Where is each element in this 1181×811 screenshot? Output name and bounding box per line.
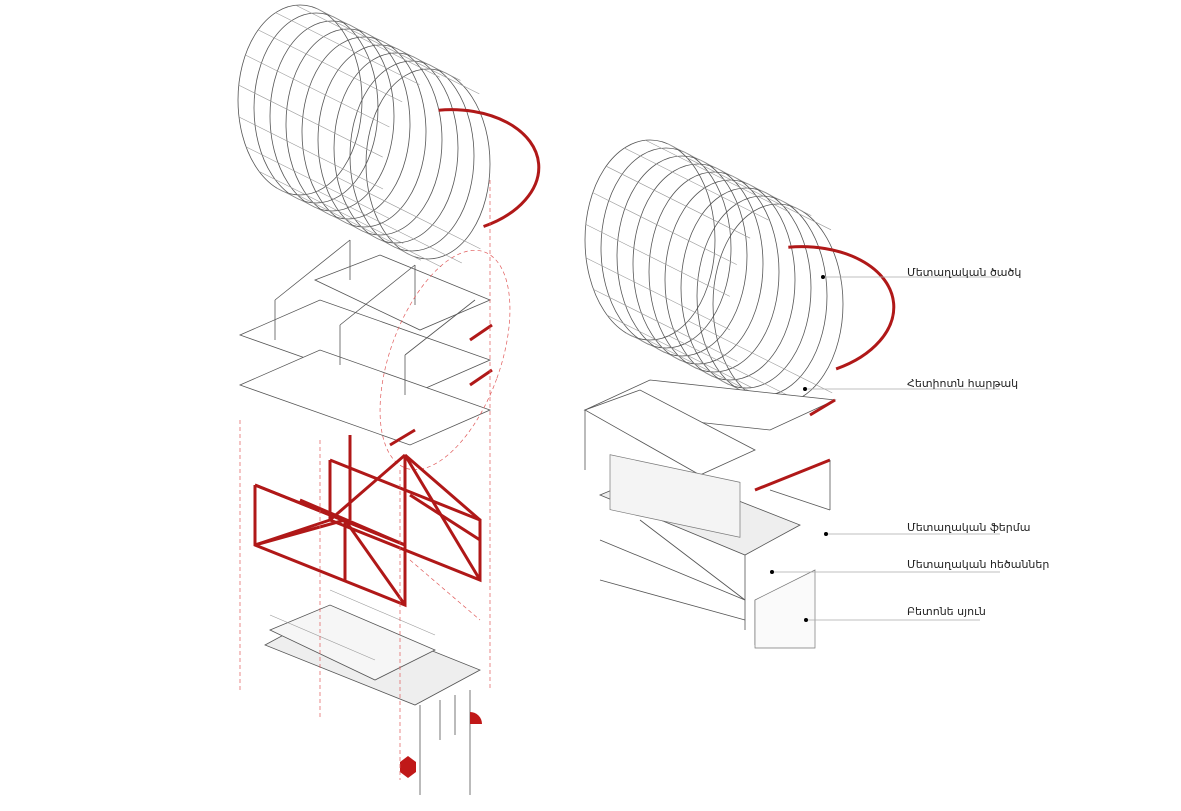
right-roof-cylinder: [584, 139, 896, 413]
left-red-truss: [253, 435, 482, 608]
label-metal-roof: Մետաղական ծածկ: [907, 266, 1022, 279]
leader-lines: [770, 275, 1000, 622]
label-pedestrian-deck: Հետիոտն հարթակ: [907, 377, 1019, 390]
label-metal-truss: Մետաղական ֆերմա: [907, 521, 1031, 534]
left-pedestrian-deck: [238, 239, 511, 471]
label-concrete-column: Բետոնե սյուն: [907, 605, 986, 618]
left-roof-cylinder: [237, 4, 541, 268]
left-train-platform: [264, 589, 482, 795]
left-guide-lines: [239, 180, 491, 780]
label-metal-beams: Մետաղական հեծաններ: [907, 558, 1050, 571]
right-assembled-structure: [583, 379, 837, 649]
